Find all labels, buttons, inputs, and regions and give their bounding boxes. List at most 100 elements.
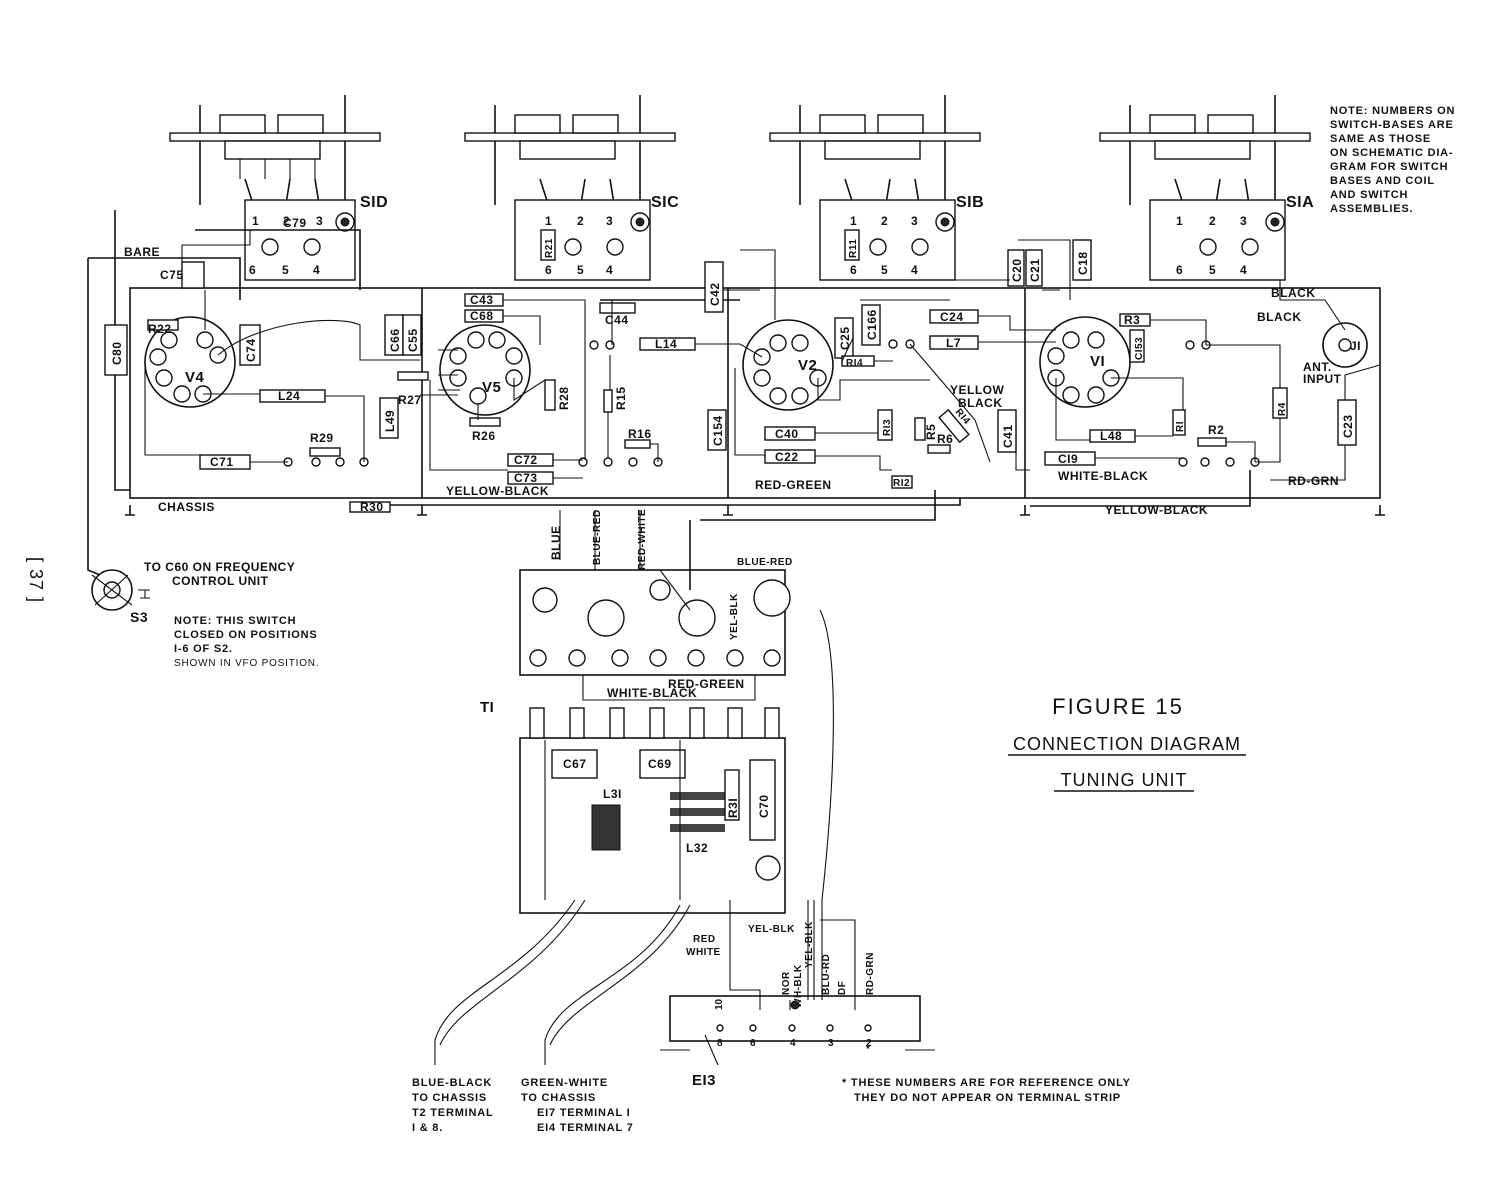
svg-text:C24: C24 [940, 310, 964, 324]
svg-text:YELLOW-BLACK: YELLOW-BLACK [1105, 503, 1208, 517]
svg-text:TO CHASSIS: TO CHASSIS [521, 1092, 596, 1104]
svg-text:C25: C25 [838, 326, 852, 350]
svg-text:2: 2 [577, 214, 584, 228]
svg-text:1: 1 [1176, 214, 1183, 228]
svg-text:GRAM FOR SWITCH: GRAM FOR SWITCH [1330, 161, 1448, 173]
svg-text:10: 10 [714, 998, 725, 1010]
svg-text:DF: DF [837, 981, 848, 995]
svg-text:YELLOW-BLACK: YELLOW-BLACK [446, 484, 549, 498]
svg-text:C80: C80 [110, 341, 124, 365]
svg-text:2: 2 [881, 214, 888, 228]
svg-text:R16: R16 [628, 427, 652, 441]
svg-text:4: 4 [606, 263, 613, 277]
svg-text:NOTE: NUMBERS ON: NOTE: NUMBERS ON [1330, 105, 1455, 117]
tube-v2: V2 [742, 319, 834, 411]
svg-text:C154: C154 [711, 415, 725, 446]
svg-text:3: 3 [911, 214, 918, 228]
svg-text:4: 4 [911, 263, 918, 277]
svg-text:4: 4 [313, 263, 320, 277]
svg-text:ASSEMBLIES.: ASSEMBLIES. [1330, 203, 1413, 215]
svg-text:4: 4 [790, 1038, 796, 1049]
figure-unit: TUNING UNIT [1061, 770, 1188, 790]
svg-text:C43: C43 [470, 293, 494, 307]
svg-text:C20: C20 [1010, 258, 1024, 282]
svg-text:EI7 TERMINAL I: EI7 TERMINAL I [537, 1107, 631, 1119]
note-s3: NOTE: THIS SWITCH CLOSED ON POSITIONS I-… [174, 615, 319, 669]
svg-text:5: 5 [1209, 263, 1216, 277]
t1-label: TI [480, 699, 494, 716]
svg-text:NOR: NOR [781, 971, 792, 995]
note-switch-bases: NOTE: NUMBERS ON SWITCH-BASES ARE SAME A… [1330, 105, 1455, 215]
svg-text:L24: L24 [278, 389, 300, 403]
e13-label: EI3 [692, 1072, 716, 1089]
svg-text:YEL-BLK: YEL-BLK [729, 593, 740, 640]
switch-assembly-sib: SIB [769, 95, 984, 281]
svg-text:2: 2 [866, 1038, 872, 1049]
svg-text:* THESE NUMBERS ARE FOR REFERE: * THESE NUMBERS ARE FOR REFERENCE ONLY [842, 1077, 1131, 1089]
svg-text:R2: R2 [1208, 423, 1224, 437]
svg-text:R6: R6 [937, 432, 953, 446]
to-c60-label: TO C60 ON FREQUENCY [144, 560, 295, 574]
svg-text:5: 5 [577, 263, 584, 277]
svg-text:BLUE-RED: BLUE-RED [592, 509, 603, 565]
svg-text:C74: C74 [244, 338, 258, 362]
tube-label-v1: VI [1090, 353, 1105, 370]
svg-text:C66: C66 [388, 328, 402, 352]
svg-text:TO CHASSIS: TO CHASSIS [412, 1092, 487, 1104]
svg-text:R29: R29 [310, 431, 334, 445]
svg-text:C18: C18 [1076, 251, 1090, 275]
tube-label-v4: V4 [185, 369, 205, 386]
svg-text:L48: L48 [1100, 429, 1122, 443]
wire-labels: BARE CHASSIS YELLOW-BLACK RED-GREEN YELL… [124, 245, 1342, 517]
components: C75 C80 R22 C74 L24 C71 R29 R30 C43 C68 … [104, 229, 1368, 514]
svg-text:C44: C44 [605, 313, 629, 327]
svg-text:3: 3 [1240, 214, 1247, 228]
svg-text:6: 6 [249, 263, 256, 277]
svg-text:GREEN-WHITE: GREEN-WHITE [521, 1077, 608, 1089]
svg-text:6: 6 [1176, 263, 1183, 277]
svg-text:L3I: L3I [603, 787, 622, 801]
svg-text:5: 5 [881, 263, 888, 277]
svg-text:AND SWITCH: AND SWITCH [1330, 189, 1408, 201]
svg-text:8: 8 [717, 1038, 723, 1049]
svg-text:R26: R26 [472, 429, 496, 443]
figure-subtitle: CONNECTION DIAGRAM [1013, 734, 1241, 754]
svg-text:6: 6 [750, 1038, 756, 1049]
svg-text:BLUE-BLACK: BLUE-BLACK [412, 1077, 492, 1089]
svg-text:CHASSIS: CHASSIS [158, 500, 215, 514]
tube-v4: V4 [144, 316, 236, 408]
svg-text:RI3: RI3 [882, 419, 893, 436]
terminal-strip-e13: 10 8 6 4 3 2 * EI3 [660, 995, 935, 1089]
svg-text:SHOWN IN VFO POSITION.: SHOWN IN VFO POSITION. [174, 658, 319, 669]
svg-text:RED-WHITE: RED-WHITE [637, 509, 648, 570]
svg-text:C73: C73 [514, 471, 538, 485]
svg-text:SWITCH-BASES ARE: SWITCH-BASES ARE [1330, 119, 1454, 131]
svg-text:1: 1 [545, 214, 552, 228]
svg-text:R4: R4 [1277, 402, 1288, 416]
switch-label-sid: SID [360, 194, 388, 211]
svg-text:R28: R28 [557, 386, 571, 410]
switch-s3: S3 TO C60 ON FREQUENCY CONTROL UNIT [91, 560, 295, 625]
svg-text:6: 6 [545, 263, 552, 277]
tube-label-v5: V5 [482, 379, 501, 396]
svg-text:CONTROL UNIT: CONTROL UNIT [172, 574, 269, 588]
svg-text:L14: L14 [655, 337, 677, 351]
svg-text:1: 1 [850, 214, 857, 228]
svg-text:1: 1 [252, 214, 259, 228]
svg-text:SAME AS THOSE: SAME AS THOSE [1330, 133, 1431, 145]
svg-text:C70: C70 [757, 794, 771, 818]
svg-text:YEL-BLK: YEL-BLK [748, 924, 795, 935]
svg-text:R11: R11 [848, 239, 859, 258]
svg-text:INPUT: INPUT [1303, 372, 1342, 386]
svg-text:2: 2 [283, 214, 290, 228]
svg-text:CI53: CI53 [1134, 337, 1145, 360]
svg-text:RED: RED [693, 934, 716, 945]
svg-text:C42: C42 [708, 282, 722, 306]
svg-text:NOTE: THIS SWITCH: NOTE: THIS SWITCH [174, 615, 296, 627]
note-reference: * THESE NUMBERS ARE FOR REFERENCE ONLY T… [842, 1077, 1131, 1104]
svg-text:WH-BLK: WH-BLK [793, 964, 804, 1008]
svg-text:C68: C68 [470, 309, 494, 323]
svg-text:JI: JI [1350, 339, 1361, 353]
svg-text:BLUE-RED: BLUE-RED [737, 557, 793, 568]
